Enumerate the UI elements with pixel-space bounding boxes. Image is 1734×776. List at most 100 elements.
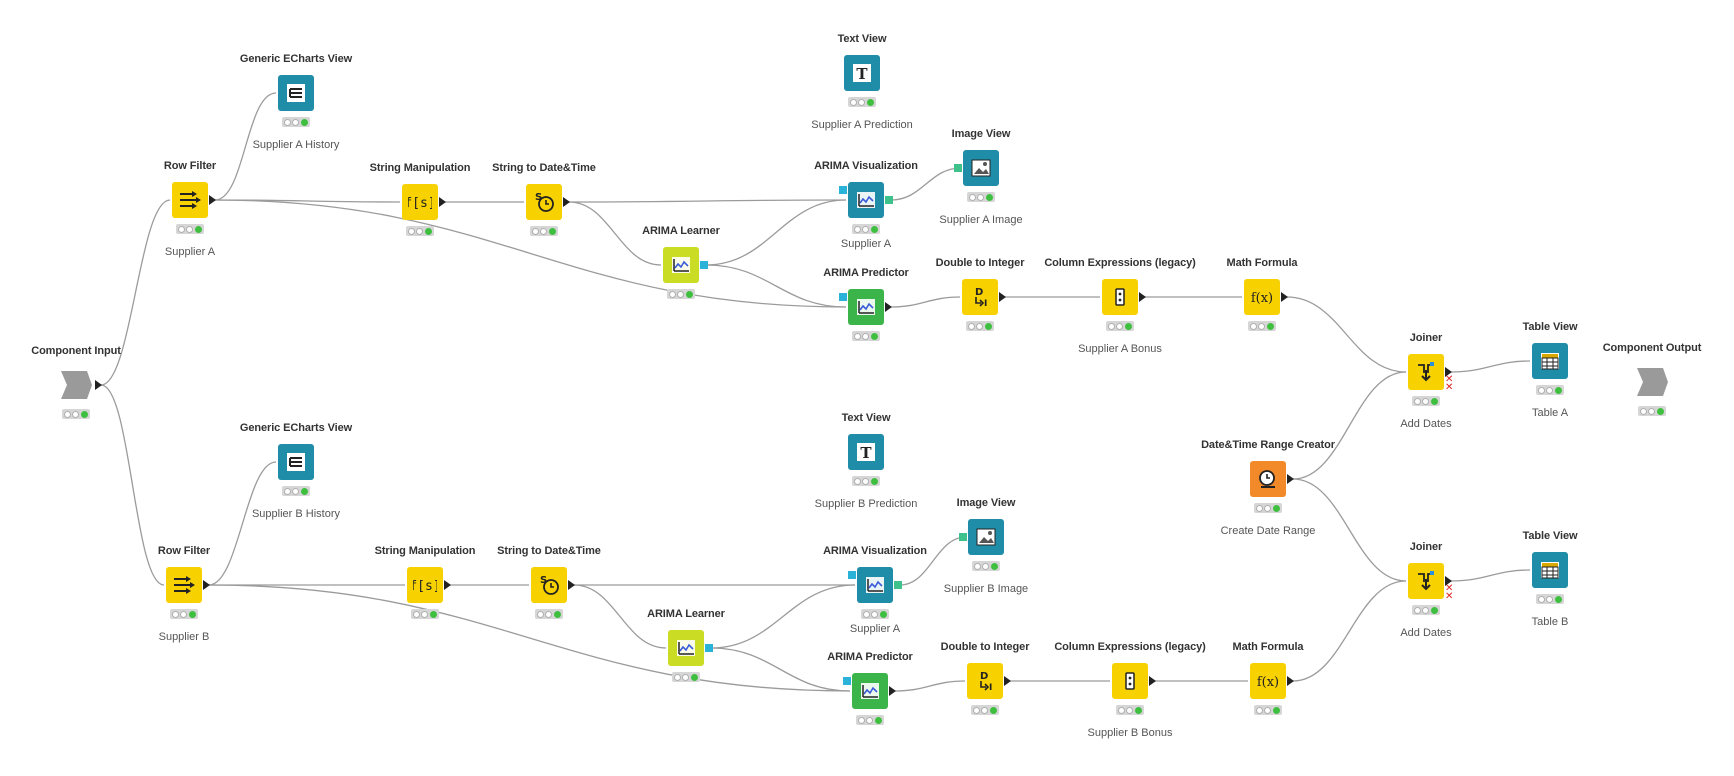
row-filter-icon[interactable]	[172, 182, 208, 218]
node-annotation[interactable]: Supplier B History	[251, 508, 341, 520]
connection-row-filter-b-to-arima-pred-b[interactable]	[208, 584, 851, 692]
node-title[interactable]: Text View	[841, 412, 891, 424]
arima-learner-icon[interactable]	[668, 630, 704, 666]
string-manipulation-icon[interactable]: f[s]	[402, 184, 438, 220]
node-title[interactable]: String to Date&Time	[492, 162, 596, 174]
node-annotation[interactable]: Supplier B	[158, 631, 210, 643]
node-title[interactable]: Table View	[1522, 530, 1578, 542]
connection-datetime-range-to-joiner-a[interactable]	[1292, 371, 1407, 480]
node-title[interactable]: Column Expressions (legacy)	[1054, 641, 1206, 653]
connection-arima-learner-a-to-arima-viz-a[interactable]	[705, 199, 847, 266]
node-annotation[interactable]: Table A	[1531, 407, 1569, 419]
node-title[interactable]: ARIMA Predictor	[827, 651, 913, 663]
connection-math-b-to-joiner-b[interactable]	[1292, 580, 1407, 682]
node-annotation[interactable]: Add Dates	[1400, 418, 1452, 430]
connection-arima-viz-b-to-image-view-b[interactable]	[899, 536, 967, 586]
table-view-icon[interactable]	[1532, 552, 1568, 588]
arima-learner-icon[interactable]	[663, 247, 699, 283]
image-input-port[interactable]	[959, 533, 967, 541]
node-title[interactable]: String to Date&Time	[497, 545, 601, 557]
joiner-icon[interactable]	[1408, 354, 1444, 390]
model-input-port[interactable]	[839, 186, 847, 194]
connection-row-filter-a-to-echarts-a[interactable]	[214, 92, 277, 201]
math-formula-icon[interactable]: f(x)	[1244, 279, 1280, 315]
datetime-range-creator-icon[interactable]	[1250, 461, 1286, 497]
output-port[interactable]	[1445, 576, 1452, 586]
node-title[interactable]: Column Expressions (legacy)	[1044, 257, 1196, 269]
connection-component-input-to-row-filter-a[interactable]	[100, 199, 171, 386]
joiner-icon[interactable]	[1408, 563, 1444, 599]
string-manipulation-icon[interactable]: f[s]	[407, 567, 443, 603]
output-port[interactable]	[1287, 474, 1294, 484]
output-port[interactable]	[705, 644, 713, 652]
connection-string-date-a-to-arima-learner-a[interactable]	[568, 201, 662, 266]
node-annotation[interactable]: Supplier B Image	[943, 583, 1029, 595]
component-input-icon[interactable]	[58, 367, 94, 403]
connection-string-date-a-to-arima-viz-a[interactable]	[568, 199, 847, 203]
connection-arima-viz-a-to-image-view-a[interactable]	[890, 167, 962, 201]
connection-arima-learner-b-to-arima-pred-b[interactable]	[710, 647, 851, 692]
connection-arima-learner-b-to-arima-viz-b[interactable]	[710, 584, 856, 649]
text-view-icon[interactable]: T	[844, 55, 880, 91]
component-output-icon[interactable]	[1634, 364, 1670, 400]
node-title[interactable]: ARIMA Visualization	[814, 160, 918, 172]
echarts-icon[interactable]	[278, 75, 314, 111]
table-view-icon[interactable]	[1532, 343, 1568, 379]
node-title[interactable]: Table View	[1522, 321, 1578, 333]
node-annotation[interactable]: Supplier A	[164, 246, 216, 258]
output-port[interactable]	[1445, 367, 1452, 377]
output-port[interactable]	[894, 581, 902, 589]
unmatched-output-port[interactable]: ✕	[1445, 591, 1454, 602]
output-port[interactable]	[568, 580, 575, 590]
arima-visualization-icon[interactable]	[857, 567, 893, 603]
node-annotation[interactable]: Table B	[1531, 616, 1569, 628]
node-title[interactable]: Math Formula	[1232, 641, 1304, 653]
connection-datetime-range-to-joiner-b[interactable]	[1292, 478, 1407, 582]
arima-predictor-icon[interactable]	[852, 673, 888, 709]
node-annotation[interactable]: Supplier A Image	[939, 214, 1023, 226]
arima-predictor-icon[interactable]	[848, 289, 884, 325]
output-port[interactable]	[999, 292, 1006, 302]
string-to-datetime-icon[interactable]: S	[531, 567, 567, 603]
output-port[interactable]	[209, 195, 216, 205]
node-title[interactable]: String Manipulation	[374, 545, 476, 557]
output-port[interactable]	[1004, 676, 1011, 686]
node-annotation[interactable]: Supplier A Bonus	[1078, 343, 1162, 355]
node-annotation[interactable]: Supplier A History	[252, 139, 340, 151]
node-title[interactable]: Component Output	[1602, 342, 1702, 354]
node-annotation[interactable]: Create Date Range	[1220, 525, 1316, 537]
output-port[interactable]	[1139, 292, 1146, 302]
model-input-port[interactable]	[839, 293, 847, 301]
output-port[interactable]	[439, 197, 446, 207]
image-input-port[interactable]	[954, 164, 962, 172]
text-view-icon[interactable]: T	[848, 434, 884, 470]
output-port[interactable]	[203, 580, 210, 590]
output-port[interactable]	[889, 686, 896, 696]
output-port[interactable]	[885, 302, 892, 312]
node-title[interactable]: String Manipulation	[369, 162, 471, 174]
node-title[interactable]: Image View	[951, 128, 1011, 140]
node-title[interactable]: Generic ECharts View	[239, 422, 353, 434]
unmatched-output-port[interactable]: ✕	[1445, 583, 1454, 594]
column-expressions-icon[interactable]	[1112, 663, 1148, 699]
image-view-icon[interactable]	[968, 519, 1004, 555]
output-port[interactable]	[885, 196, 893, 204]
output-port[interactable]	[700, 261, 708, 269]
node-title[interactable]: ARIMA Learner	[642, 225, 720, 237]
node-title[interactable]: ARIMA Visualization	[823, 545, 927, 557]
connection-arima-learner-a-to-arima-pred-a[interactable]	[705, 264, 847, 308]
output-port[interactable]	[444, 580, 451, 590]
node-annotation[interactable]: Supplier B Prediction	[814, 498, 918, 510]
node-title[interactable]: Double to Integer	[935, 257, 1025, 269]
model-input-port[interactable]	[843, 677, 851, 685]
output-port[interactable]	[1281, 292, 1288, 302]
node-annotation[interactable]: Add Dates	[1400, 627, 1452, 639]
node-annotation[interactable]: Supplier A	[840, 238, 892, 250]
unmatched-output-port[interactable]: ✕	[1445, 374, 1454, 385]
arima-visualization-icon[interactable]	[848, 182, 884, 218]
column-expressions-icon[interactable]	[1102, 279, 1138, 315]
node-title[interactable]: Math Formula	[1226, 257, 1298, 269]
